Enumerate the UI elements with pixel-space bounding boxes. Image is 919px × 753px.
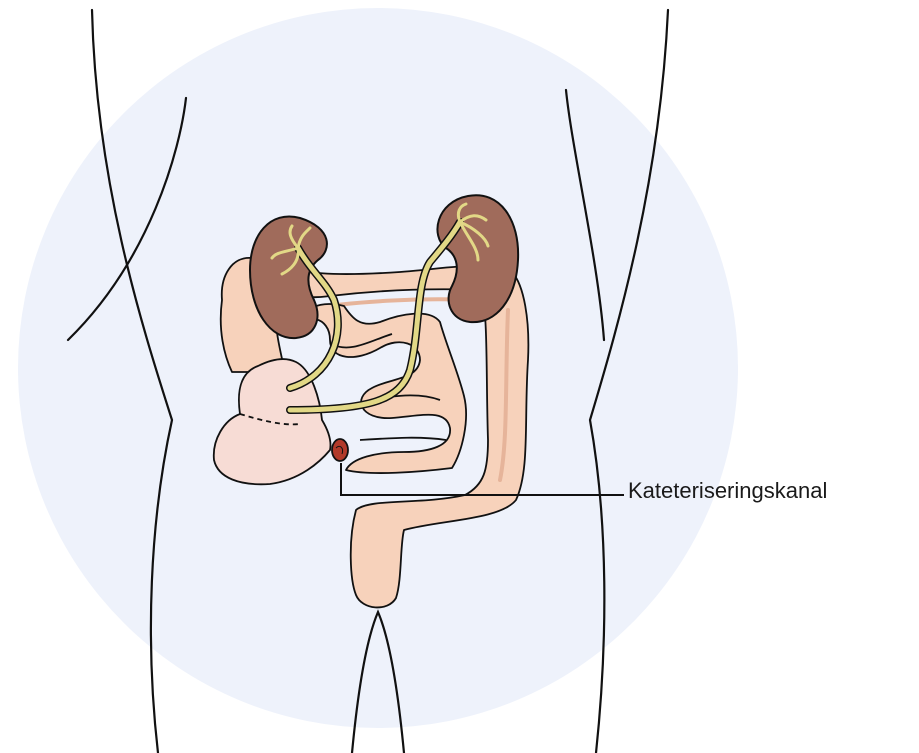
catheterizable-channel-label: Kateteriseringskanal (628, 478, 827, 504)
background-circle (18, 8, 738, 728)
stoma-opening (332, 439, 348, 461)
stoma (332, 439, 348, 461)
